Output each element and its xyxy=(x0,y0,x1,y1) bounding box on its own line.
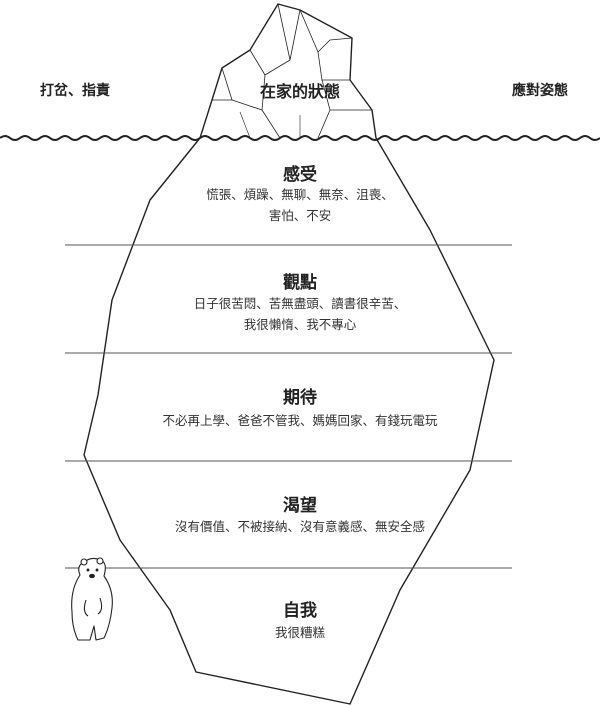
layer-line: 慌張、煩躁、無聊、無奈、沮喪、 xyxy=(206,187,394,202)
layer-text-expectations: 不必再上學、爸爸不管我、媽媽回家、有錢玩電玩 xyxy=(110,410,490,431)
layer-separators xyxy=(65,244,512,569)
layer-title-feelings: 感受 xyxy=(283,165,317,185)
coping-stance-label: 應對姿態 xyxy=(512,83,568,99)
layer-title-expectations: 期待 xyxy=(283,388,317,408)
layer-line: 沒有價值、不被接納、沒有意義感、無安全感 xyxy=(174,519,425,534)
coping-stance-value: 打岔、指責 xyxy=(40,83,110,99)
layer-line: 害怕、不安 xyxy=(268,208,332,223)
layer-text-yearnings: 沒有價值、不被接納、沒有意義感、無安全感 xyxy=(110,516,490,537)
iceberg-tip xyxy=(199,3,377,139)
layer-text-feelings: 慌張、煩躁、無聊、無奈、沮喪、 害怕、不安 xyxy=(110,184,490,226)
polar-bear-icon xyxy=(71,557,113,641)
layer-text-perceptions: 日子很苦悶、苦無盡頭、讀書很辛苦、 我很懶惰、我不專心 xyxy=(110,293,490,335)
iceberg-behavior-label: 在家的狀態 xyxy=(259,82,340,101)
iceberg-body xyxy=(83,137,495,705)
layer-line: 我很糟糕 xyxy=(274,625,325,640)
layer-text-self: 我很糟糕 xyxy=(110,622,490,643)
layer-title-yearnings: 渴望 xyxy=(283,496,317,516)
layer-title-self: 自我 xyxy=(283,601,317,621)
layer-line: 不必再上學、爸爸不管我、媽媽回家、有錢玩電玩 xyxy=(162,413,438,428)
layer-line: 我很懶惰、我不專心 xyxy=(243,317,357,332)
layer-line: 日子很苦悶、苦無盡頭、讀書很辛苦、 xyxy=(193,296,407,311)
layer-title-perceptions: 觀點 xyxy=(283,273,317,293)
